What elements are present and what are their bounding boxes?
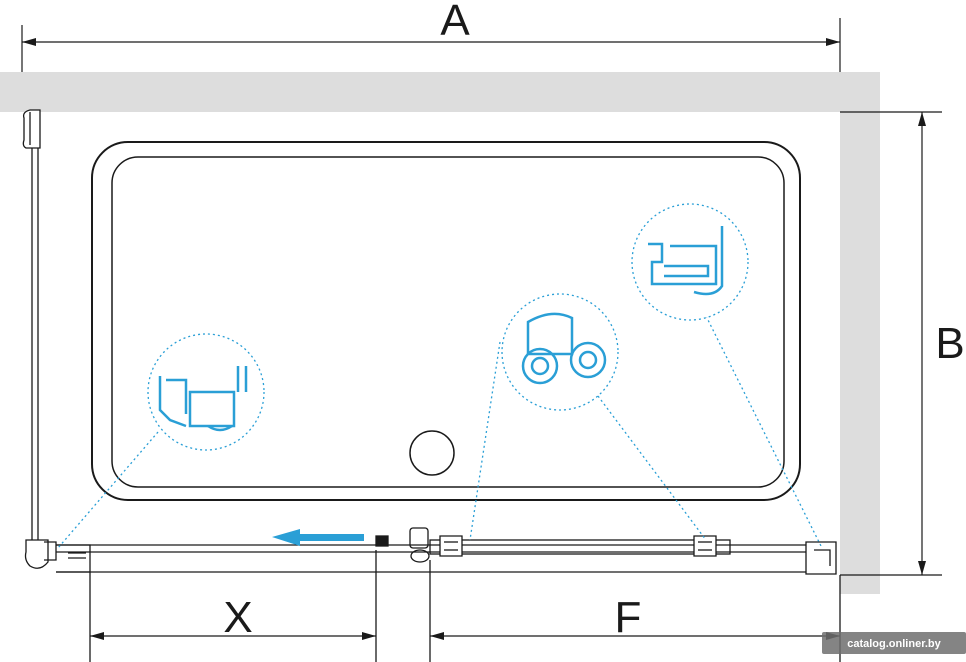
drain-circle-icon bbox=[409, 430, 455, 476]
magnetic-profile-icon bbox=[631, 203, 749, 321]
dimension-x-label: X bbox=[223, 593, 252, 642]
side-wall bbox=[840, 72, 880, 594]
dimension-b-label: B bbox=[935, 319, 964, 368]
callout-leaders bbox=[57, 315, 823, 549]
tray-outer bbox=[91, 141, 801, 501]
walls bbox=[0, 72, 880, 594]
dimension-f-label: F bbox=[615, 593, 642, 642]
watermark-text: catalog.onliner.by bbox=[847, 638, 941, 650]
door-handle-knob bbox=[375, 535, 389, 547]
profile-detail-icon bbox=[147, 333, 265, 451]
door-handle-body bbox=[409, 527, 429, 549]
left-fixed-panel bbox=[22, 109, 57, 569]
watermark: catalog.onliner.by bbox=[822, 632, 966, 654]
roller-wheels-icon bbox=[501, 293, 619, 411]
dimension-x bbox=[90, 632, 376, 640]
back-wall bbox=[0, 72, 880, 112]
dimension-a bbox=[21, 18, 841, 72]
dimension-b bbox=[840, 111, 942, 576]
door-rail bbox=[56, 527, 841, 662]
dimension-a-label: A bbox=[440, 0, 470, 45]
shower-tray bbox=[91, 141, 801, 501]
arrow-left-icon bbox=[272, 529, 364, 546]
tray-inner bbox=[111, 156, 785, 488]
